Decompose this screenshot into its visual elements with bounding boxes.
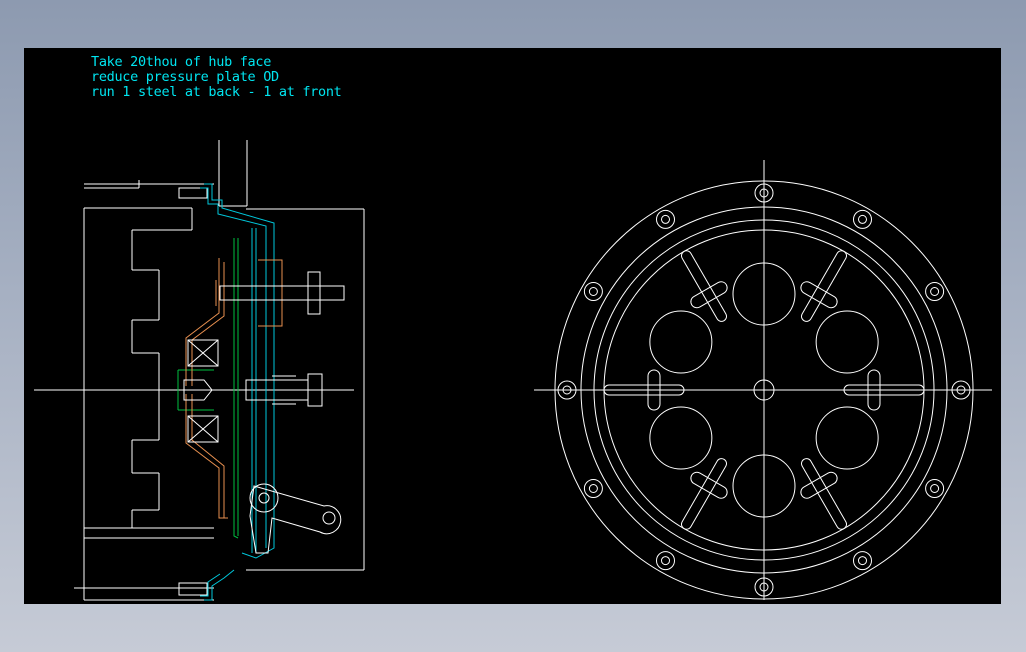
lightening-hole — [732, 262, 796, 326]
section-view — [34, 140, 365, 601]
lightening-hole — [649, 406, 713, 470]
friction-disc — [177, 238, 239, 539]
lightening-hole — [732, 454, 796, 518]
lever-slot — [800, 458, 847, 530]
outer-flange — [554, 180, 974, 600]
flange-bolt-hole — [656, 551, 675, 571]
lightening-hole — [649, 310, 713, 374]
flange-bolt-hole — [853, 551, 872, 571]
flange-bolt-hole — [557, 380, 577, 400]
note-line-1: Take 20thou of hub face — [91, 54, 271, 70]
flange-bolt-hole — [925, 282, 945, 301]
upper-stud — [219, 271, 345, 315]
lightening-hole — [815, 406, 879, 470]
note-line-2: reduce pressure plate OD — [91, 69, 279, 85]
bolt-ring — [580, 206, 948, 574]
flange-bolt-hole — [853, 209, 872, 229]
lever-slots — [603, 250, 925, 530]
lever-slot — [800, 250, 847, 322]
middle-bolt — [245, 373, 323, 407]
flange-bolt-holes — [557, 183, 971, 597]
inner-ring — [593, 219, 935, 561]
flange-bolt-hole — [583, 282, 603, 301]
lightening-holes — [649, 262, 879, 518]
lever-slot — [603, 369, 685, 411]
release-lever — [249, 483, 342, 554]
flange-bolt-hole — [754, 183, 774, 203]
lightening-hole — [815, 310, 879, 374]
flange-bolt-hole — [754, 577, 774, 597]
center-bore — [753, 379, 775, 401]
bearing-lower — [187, 415, 219, 443]
front-view — [534, 160, 992, 600]
mounting-frame — [246, 208, 365, 571]
flange-bolt-hole — [951, 380, 971, 400]
cad-drawing: Take 20thou of hub face reduce pressure … — [34, 54, 992, 601]
flange-bolt-hole — [583, 479, 603, 498]
cad-drawing-viewport[interactable]: Take 20thou of hub face reduce pressure … — [24, 48, 1001, 604]
hub-nose — [183, 379, 213, 401]
lever-slot — [681, 250, 728, 322]
lever-slot — [681, 458, 728, 530]
clutch-hub — [185, 258, 283, 519]
shaft-top — [218, 140, 248, 207]
bearing-upper — [187, 339, 219, 367]
flange-bolt-hole — [925, 479, 945, 498]
lever-slot — [843, 369, 925, 411]
flange-bolt-hole — [656, 209, 675, 229]
note-line-3: run 1 steel at back - 1 at front — [91, 84, 342, 100]
annotation-notes: Take 20thou of hub face reduce pressure … — [91, 54, 342, 100]
housing-outline — [74, 180, 214, 601]
